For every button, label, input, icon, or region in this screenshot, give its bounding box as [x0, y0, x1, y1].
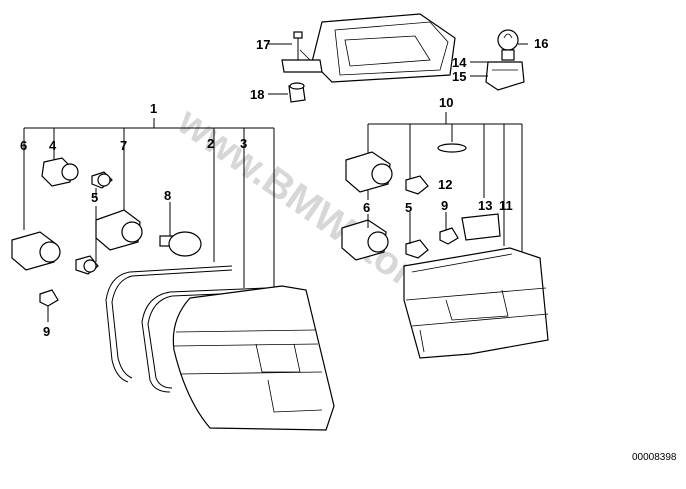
leader-lines-right [268, 43, 528, 244]
callout-3: 3 [240, 136, 247, 151]
bulb-socket-6-right-lower [341, 219, 389, 261]
bulb-5-right-lower [405, 239, 429, 259]
callout-8: 8 [164, 188, 171, 203]
third-brake-light [299, 13, 456, 83]
bulb-socket-6-left [11, 231, 61, 271]
bulb-socket-9-right [439, 227, 459, 245]
callout-12: 12 [438, 177, 452, 192]
callout-11: 11 [499, 198, 513, 213]
callout-15: 15 [452, 69, 466, 84]
bracket-line-1 [23, 118, 275, 288]
callout-6-right: 6 [363, 200, 370, 215]
callout-18: 18 [250, 87, 264, 102]
tail-light-right [403, 247, 549, 359]
callout-1: 1 [150, 101, 157, 116]
screw-17 [281, 31, 323, 73]
bulb-socket-15 [485, 61, 525, 91]
callout-9-left: 9 [43, 324, 50, 339]
grommet-18 [288, 82, 306, 103]
leader-lines-left [47, 188, 171, 322]
diagram-reference: 00008398 [632, 452, 677, 463]
callout-6-left: 6 [20, 138, 27, 153]
lens-13 [461, 213, 501, 241]
bulb-8 [159, 231, 202, 257]
bulb-12 [437, 143, 467, 153]
bulb-5-lower [75, 255, 99, 275]
callout-14: 14 [452, 55, 467, 70]
callout-13: 13 [478, 198, 492, 213]
gasket-2 [105, 265, 233, 383]
callout-2: 2 [207, 136, 214, 151]
callout-17: 17 [256, 37, 270, 52]
callout-5-right: 5 [405, 200, 412, 215]
seal-3 [141, 287, 267, 393]
bulb-5-upper [91, 171, 113, 189]
callout-5-left: 5 [91, 190, 98, 205]
callout-9-right: 9 [441, 198, 448, 213]
bulb-16 [497, 29, 519, 61]
bulb-socket-6-right-upper [345, 151, 393, 193]
callout-16: 16 [534, 36, 548, 51]
bulb-socket-7 [95, 209, 143, 251]
bulb-socket-9-left [39, 289, 59, 307]
callout-10: 10 [439, 95, 453, 110]
callout-4: 4 [49, 138, 57, 153]
callout-7: 7 [120, 138, 127, 153]
tail-light-left [172, 285, 335, 431]
bulb-5-right-upper [405, 175, 429, 195]
bulb-socket-4 [41, 157, 79, 187]
